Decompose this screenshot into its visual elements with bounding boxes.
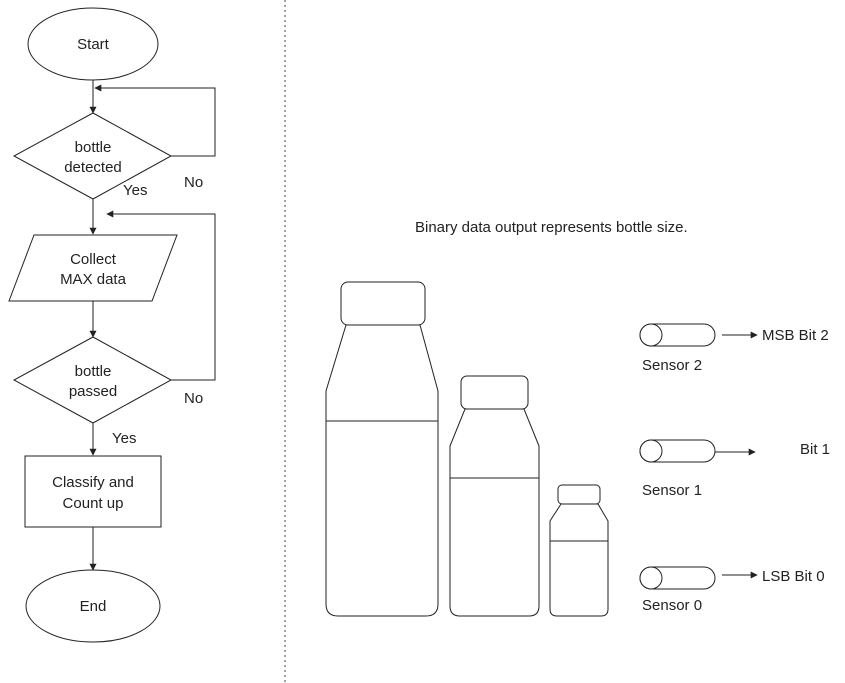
bottle-medium-cap: [460, 375, 529, 410]
decision2-no-label: No: [184, 390, 203, 407]
bottle-large-cap: [340, 281, 426, 326]
decision1-label-line1: bottle: [75, 139, 112, 156]
sensor-0-lens: [639, 566, 663, 590]
decision1-label-line2: detected: [64, 159, 122, 176]
sensor-2-output-label: MSB Bit 2: [762, 327, 829, 344]
connector-decision1-no-loop: [94, 84, 216, 157]
end-terminal: [25, 569, 161, 643]
decision2-yes-label: Yes: [112, 430, 136, 447]
sensor-0: LSB Bit 0 Sensor 0: [639, 566, 825, 614]
sensor-2-label: Sensor 2: [642, 357, 702, 374]
bottle-small-cap: [557, 484, 601, 505]
decision-bottle-passed: [12, 336, 173, 424]
sensor-1: Bit 1 Sensor 1: [639, 439, 830, 499]
flowchart: Start bottle detected No Yes Collect MAX…: [8, 7, 216, 643]
decision2-label-line1: bottle: [75, 363, 112, 380]
sensor-0-output-label: LSB Bit 0: [762, 568, 825, 585]
decision2-label-line2: passed: [69, 383, 117, 400]
bottle-large-body: [325, 324, 439, 617]
sensor-1-label: Sensor 1: [642, 482, 702, 499]
start-label: Start: [77, 36, 110, 53]
sensor-1-lens: [639, 439, 663, 463]
bottle-large: [325, 281, 439, 617]
sensor-panel: Binary data output represents bottle siz…: [325, 219, 830, 617]
collect-label-line1: Collect: [70, 251, 117, 268]
sensor-0-label: Sensor 0: [642, 597, 702, 614]
sensor-1-output-label: Bit 1: [800, 441, 830, 458]
bottle-medium-body: [449, 408, 540, 617]
sensor-2: MSB Bit 2 Sensor 2: [639, 323, 829, 374]
process-classify-count: [24, 455, 162, 528]
classify-label-line1: Classify and: [52, 474, 134, 491]
decision1-no-label: No: [184, 174, 203, 191]
end-label: End: [80, 598, 107, 615]
sensor-caption: Binary data output represents bottle siz…: [415, 219, 688, 236]
sensor-2-lens: [639, 323, 663, 347]
bottle-small: [549, 484, 609, 617]
classify-label-line2: Count up: [63, 495, 124, 512]
bottle-small-body: [549, 503, 609, 617]
io-collect-max-data: [8, 234, 178, 302]
decision1-yes-label: Yes: [123, 182, 147, 199]
bottle-medium: [449, 375, 540, 617]
connector-decision2-no-loop: [106, 210, 216, 381]
collect-label-line2: MAX data: [60, 271, 127, 288]
